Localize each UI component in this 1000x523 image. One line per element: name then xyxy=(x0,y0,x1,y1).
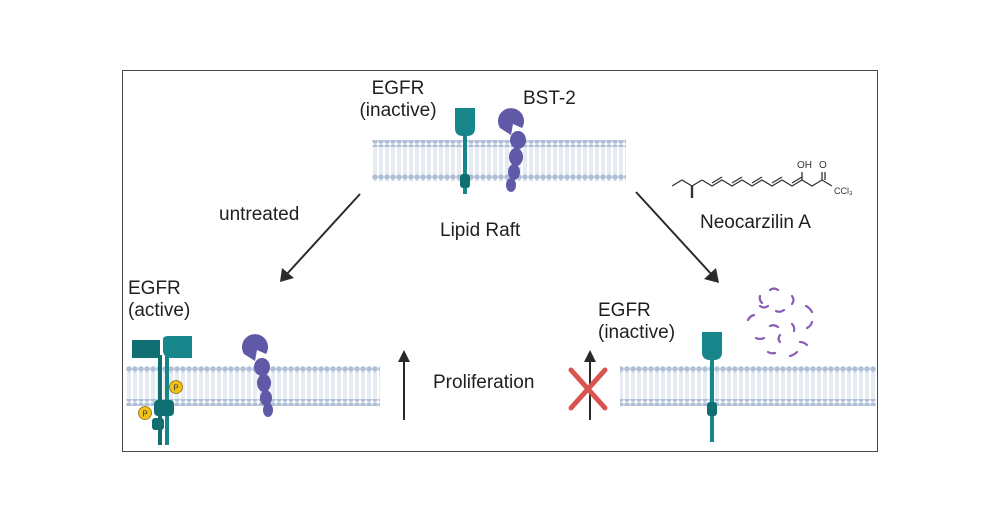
egfr-top-state: (inactive) xyxy=(359,100,437,121)
bst2-top xyxy=(498,108,526,192)
egfr-right-title: EGFR xyxy=(598,300,651,321)
carbonyl-label: O xyxy=(819,160,827,171)
egfr-left-label: EGFR (active) xyxy=(128,278,190,322)
arrow-untreated xyxy=(280,193,361,282)
neocarzilin-a-structure xyxy=(671,172,833,198)
proliferation-up-arrow xyxy=(398,350,410,420)
egfr-top-label: EGFR (inactive) xyxy=(350,78,446,122)
bst2-fragments xyxy=(746,287,814,358)
membrane-top xyxy=(372,140,626,181)
egfr-right-label: EGFR (inactive) xyxy=(598,300,675,344)
proliferation-label: Proliferation xyxy=(433,372,535,393)
egfr-left-state: (active) xyxy=(128,300,191,321)
hydroxyl-label: OH xyxy=(797,160,812,171)
block-cross-icon xyxy=(568,367,608,411)
egfr-left-dimer xyxy=(132,336,192,445)
phospho-label-1: P xyxy=(173,384,178,393)
egfr-top-title: EGFR xyxy=(371,78,425,99)
compound-name-label: Neocarzilin A xyxy=(700,212,811,233)
bst2-label: BST-2 xyxy=(523,88,576,109)
untreated-label: untreated xyxy=(219,204,300,225)
ccl3-label: CCl₃ xyxy=(834,186,853,196)
egfr-right-receptor xyxy=(702,332,722,442)
bst2-left xyxy=(241,334,273,417)
egfr-left-title: EGFR xyxy=(128,278,181,299)
membrane-right xyxy=(620,366,876,406)
phospho-site-1: P xyxy=(169,380,183,394)
phospho-label-2: P xyxy=(142,410,147,419)
egfr-top-receptor xyxy=(455,108,475,194)
lipid-raft-label: Lipid Raft xyxy=(440,220,521,241)
phospho-site-2: P xyxy=(138,406,152,420)
arrow-treated xyxy=(635,191,719,283)
egfr-right-state: (inactive) xyxy=(598,322,676,343)
